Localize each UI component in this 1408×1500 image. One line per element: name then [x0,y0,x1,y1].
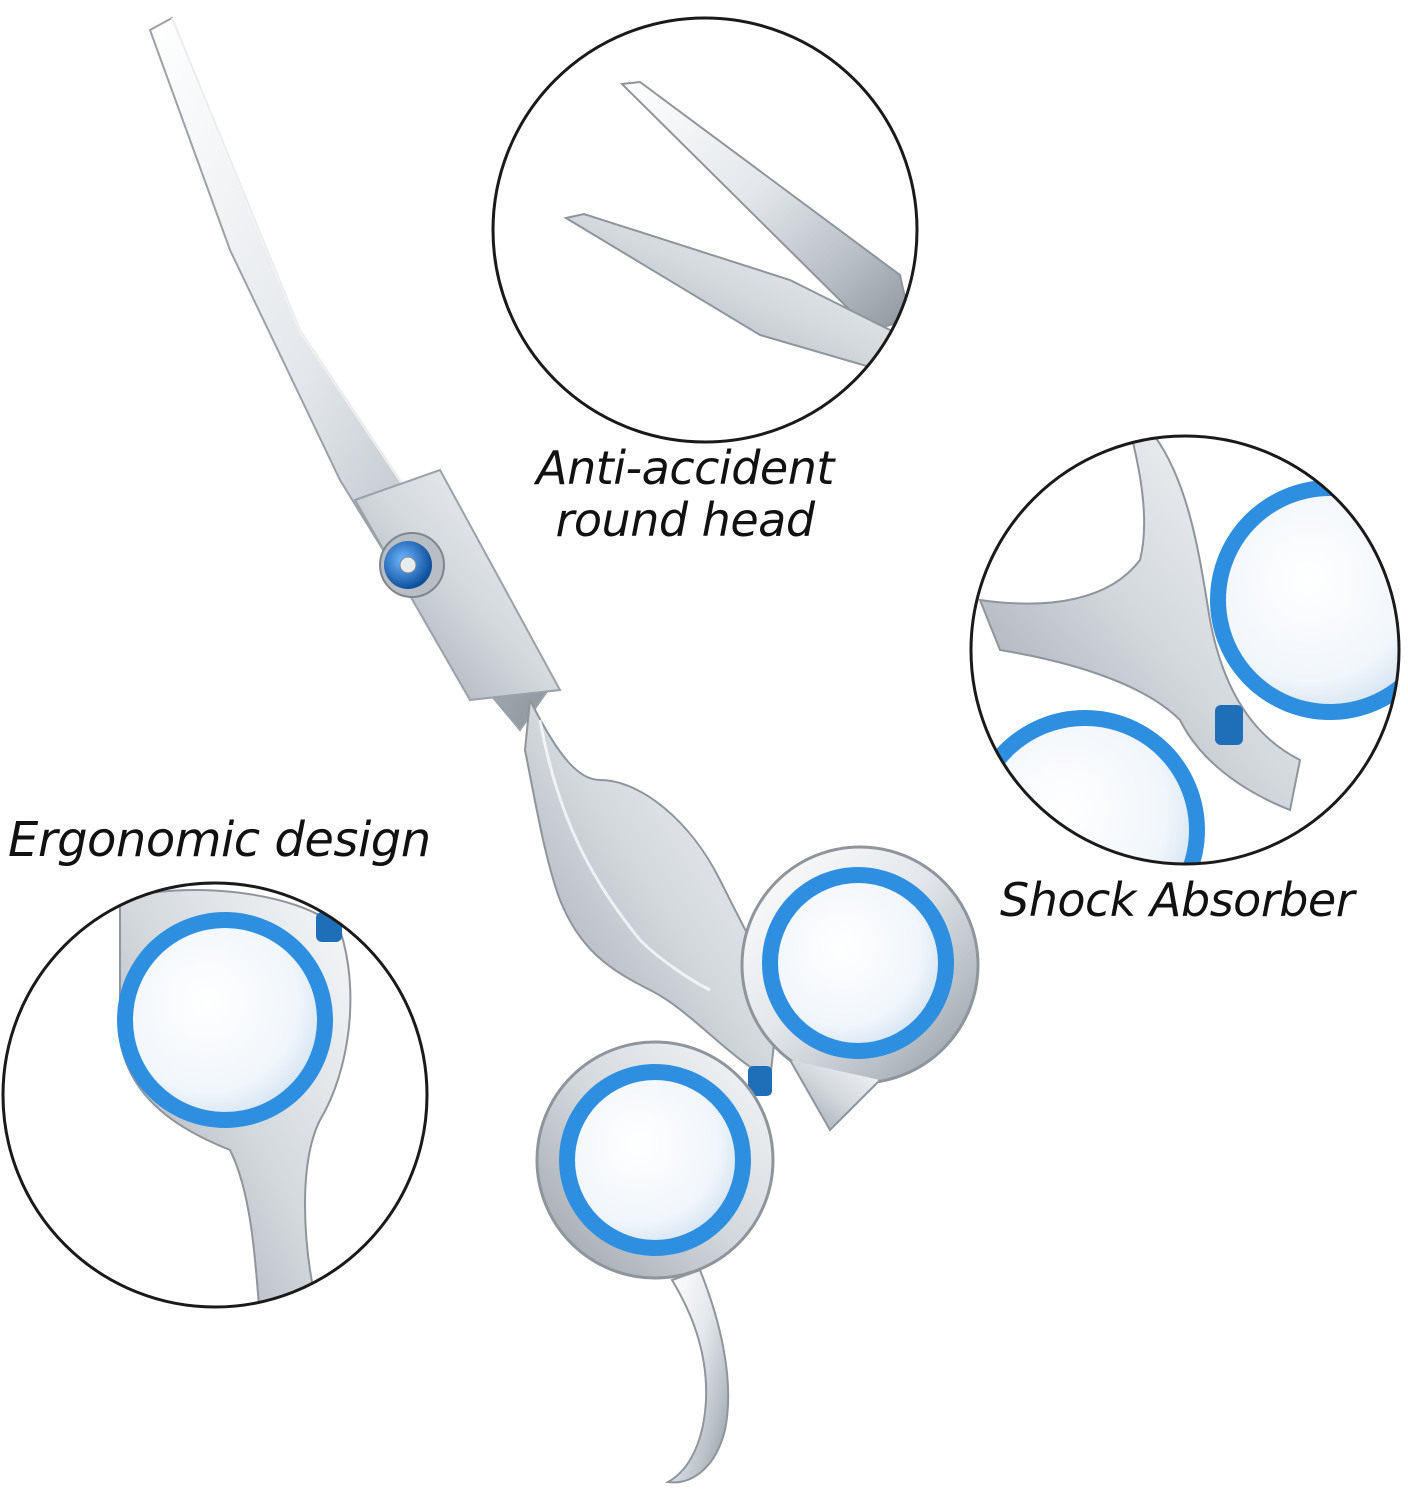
finger-ring-upper [740,845,980,1132]
callout-circle-ergonomic [1,881,429,1309]
callout-circle-shock [969,434,1401,866]
callout-circle-tips [491,16,919,444]
caption-ergonomic-design: Ergonomic design [8,812,431,868]
finger-rest-tang [664,1268,730,1484]
caption-anti-accident-line1: Anti-accident [536,441,834,495]
caption-anti-accident: Anti-accident round head [515,442,855,546]
scissor-shank [523,696,782,1082]
caption-anti-accident-line2: round head [555,493,815,547]
screw-icon [379,532,445,598]
caption-shock-absorber: Shock Absorber [1000,873,1355,927]
scissors-main [148,16,980,1484]
shock-absorber-bumper [748,1066,772,1096]
finger-ring-lower [535,1040,775,1280]
pivot-plate [353,468,562,702]
